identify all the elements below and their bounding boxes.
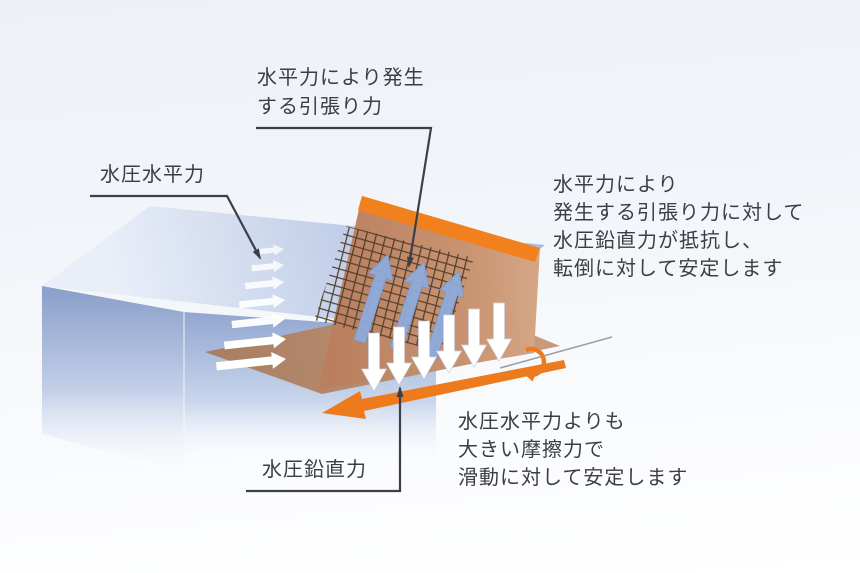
tension-label-line1: 水平力により発生 <box>257 67 425 89</box>
ground-line <box>499 336 613 369</box>
sliding-annotation: 水圧水平力よりも 大きい摩擦力で 滑動に対して安定します <box>458 408 688 492</box>
membrane-top-band <box>358 196 540 262</box>
sliding-line2: 大きい摩擦力で <box>458 439 605 461</box>
reinforcement-mesh <box>314 226 474 352</box>
tension-label: 水平力により発生 する引張り力 <box>257 64 425 122</box>
leader-line-horizontal-force <box>90 194 261 260</box>
rotation-arrow-icon <box>523 346 547 382</box>
friction-arrow <box>322 360 566 419</box>
overturning-line3: 水圧鉛直力が抵抗し、 <box>553 230 763 252</box>
overturning-annotation: 水平力により 発生する引張り力に対して 水圧鉛直力が抵抗し、 転倒に対して安定し… <box>553 171 804 283</box>
overturning-line1: 水平力により <box>553 174 679 196</box>
leader-line-tension <box>256 126 433 268</box>
sliding-line3: 滑動に対して安定します <box>458 467 689 489</box>
horizontal-force-label: 水圧水平力 <box>100 164 205 186</box>
overturning-line2: 発生する引張り力に対して <box>553 202 805 224</box>
overturning-line4: 転倒に対して安定します <box>553 258 784 280</box>
leader-line-vertical-force <box>246 386 404 493</box>
tension-label-line2: する引張り力 <box>257 96 383 118</box>
water-left-face <box>42 286 184 472</box>
sliding-line1: 水圧水平力よりも <box>458 411 626 433</box>
horizontal-pressure-arrows <box>215 244 286 371</box>
vertical-force-label: 水圧鉛直力 <box>262 459 367 481</box>
